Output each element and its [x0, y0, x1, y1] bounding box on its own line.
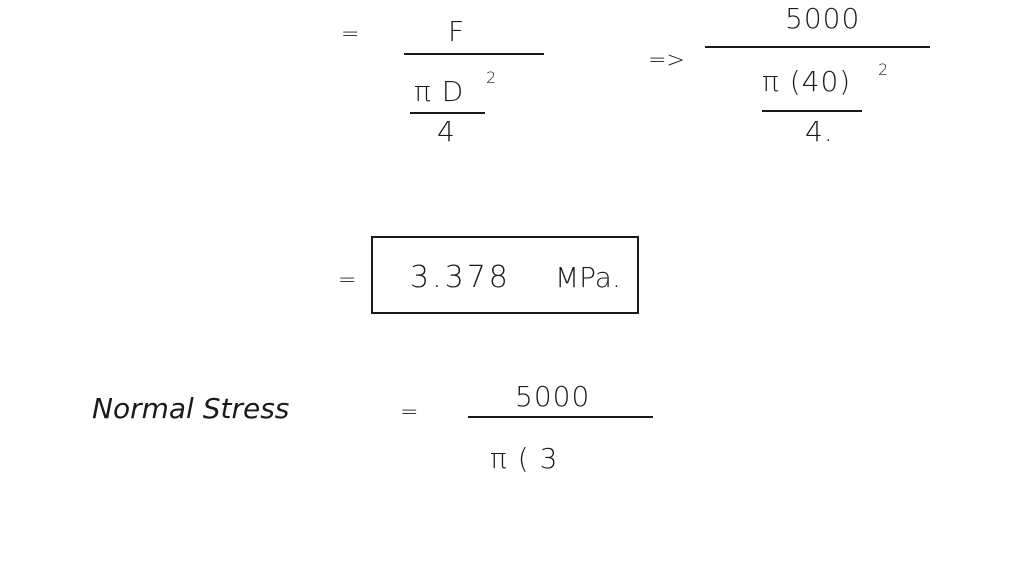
fraction-bar-2-inner [762, 110, 862, 112]
numerator-5000-first: 5000 [785, 2, 861, 35]
result-unit: MPa. [555, 261, 621, 294]
implies-arrow: => [648, 48, 685, 73]
denominator-pi-D: π D [414, 75, 465, 108]
fraction-bar-1-inner [410, 112, 485, 114]
denominator-4-second: 4. [805, 115, 834, 148]
denominator-pi-40: π (40) [762, 65, 852, 98]
normal-stress-label: Normal Stress [92, 392, 290, 425]
exponent-2-second: 2 [878, 60, 889, 79]
answer-box [371, 236, 639, 314]
result-value: 3.378 [410, 260, 511, 295]
fraction-bar-2 [705, 46, 930, 48]
denominator-4-first: 4 [437, 115, 456, 148]
exponent-2-first: 2 [486, 68, 497, 87]
equals-sign-1: = [341, 22, 360, 47]
denominator-partial: π ( 3 [490, 442, 559, 475]
numerator-F: F [448, 15, 466, 48]
fraction-bar-3 [468, 416, 653, 418]
fraction-bar-1 [404, 53, 544, 55]
equals-sign-result: = [338, 268, 357, 293]
numerator-5000-second: 5000 [515, 380, 591, 413]
equals-sign-normal-stress: = [400, 400, 419, 425]
